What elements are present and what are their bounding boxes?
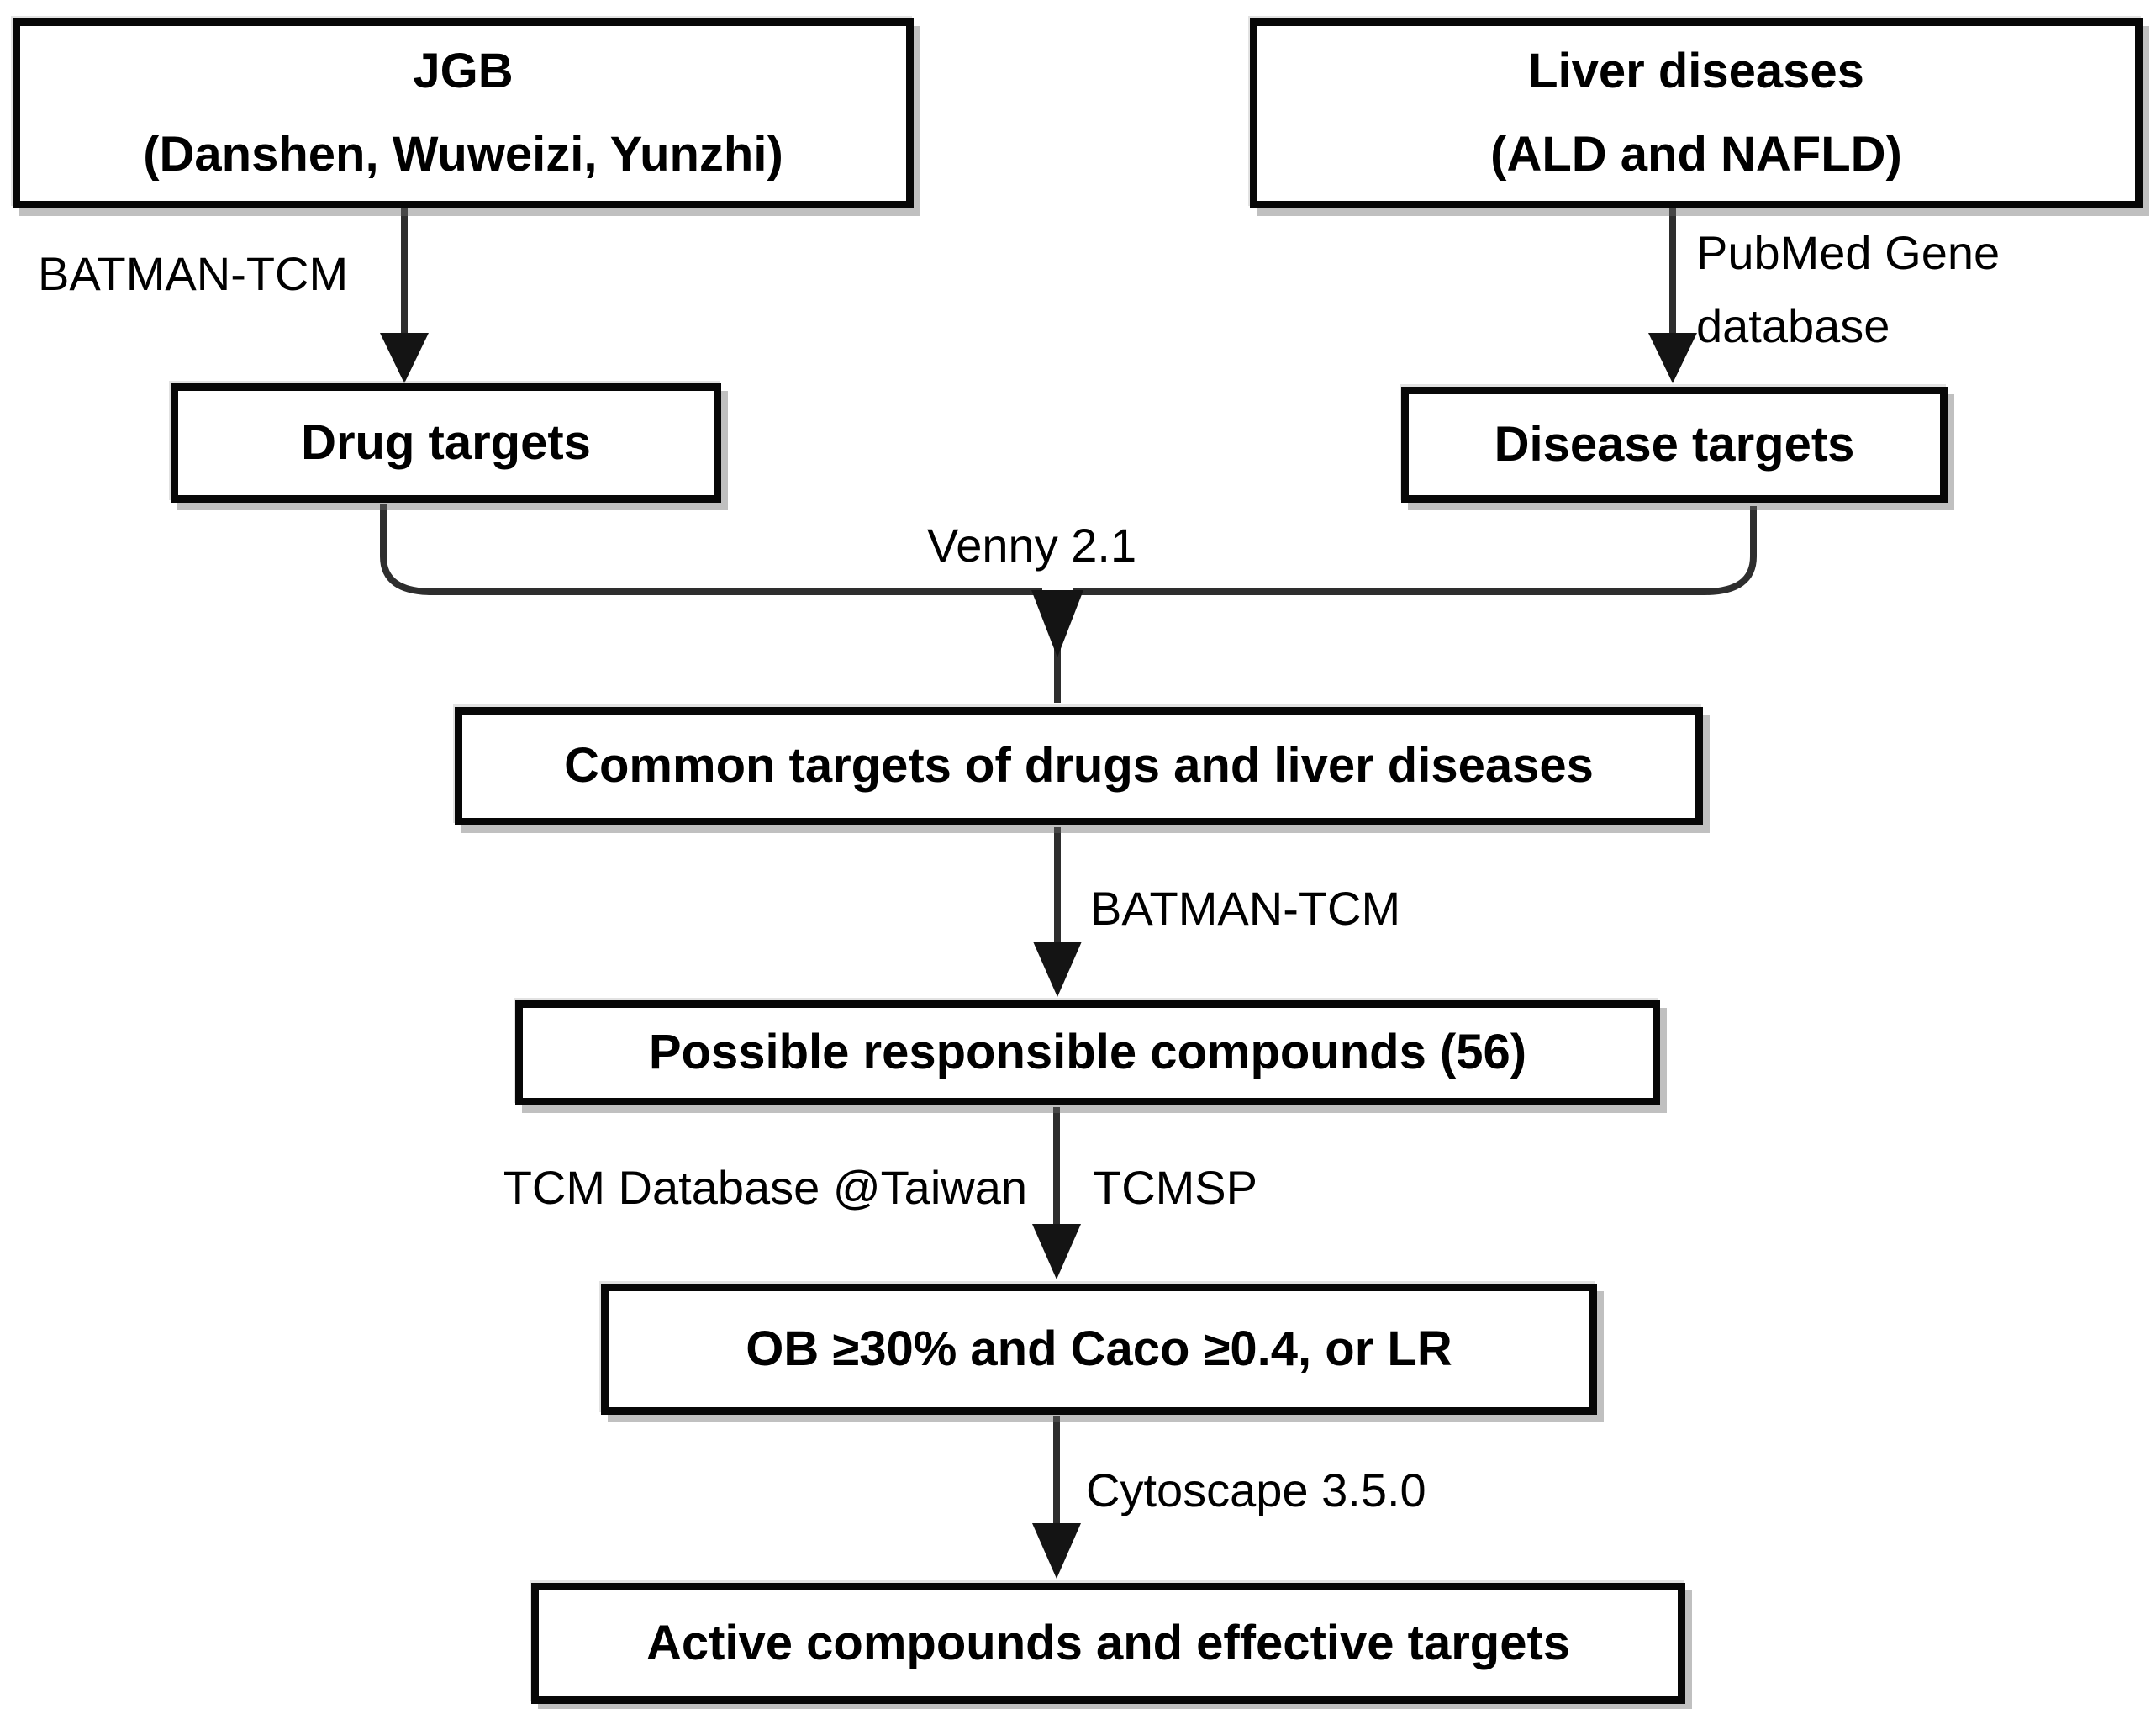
box-active-compounds: Active compounds and effective targets (531, 1583, 1685, 1704)
box-jgb-line2: (Danshen, Wuweizi, Yunzhi) (143, 127, 783, 182)
box-jgb-line1: JGB (413, 44, 514, 99)
box-disease-targets-label: Disease targets (1494, 416, 1855, 472)
edge-label-batman-tcm-center: BATMAN-TCM (1090, 882, 1401, 935)
arrowhead-jgb-to-drug (380, 333, 429, 383)
edge-label-venny: Venny 2.1 (927, 519, 1137, 572)
arrowhead-filter-to-active (1032, 1523, 1081, 1579)
box-filter-criteria-label: OB ≥30% and Caco ≥0.4, or LR (746, 1321, 1452, 1376)
box-possible-compounds-label: Possible responsible compounds (56) (648, 1025, 1527, 1080)
box-liver-line2: (ALD and NAFLD) (1490, 127, 1902, 182)
edge-label-cytoscape: Cytoscape 3.5.0 (1086, 1464, 1426, 1516)
box-drug-targets: Drug targets (171, 383, 721, 503)
arrowhead-common-to-possible (1033, 942, 1082, 997)
box-disease-targets: Disease targets (1401, 387, 1948, 503)
edge-label-pubmed-gene-database: PubMed Gene database (1696, 226, 2000, 352)
box-common-targets: Common targets of drugs and liver diseas… (455, 707, 1703, 825)
arrowhead-possible-to-filter (1032, 1224, 1081, 1279)
arrow-drug-to-merge-line (380, 504, 1042, 595)
box-liver-diseases: Liver diseases (ALD and NAFLD) (1250, 18, 2143, 208)
edge-label-batman-tcm-left: BATMAN-TCM (38, 247, 349, 300)
box-active-compounds-label: Active compounds and effective targets (646, 1615, 1571, 1670)
arrowhead-merge-to-common (1031, 590, 1083, 657)
edge-label-tcm-database-taiwan: TCM Database @Taiwan (503, 1161, 1027, 1214)
box-common-targets-label: Common targets of drugs and liver diseas… (564, 738, 1594, 794)
arrow-disease-to-merge-line (1073, 506, 1757, 595)
edge-label-tcmsp: TCMSP (1093, 1161, 1257, 1214)
arrowhead-liver-to-disease (1648, 333, 1697, 383)
box-possible-compounds: Possible responsible compounds (56) (515, 1000, 1660, 1105)
box-jgb: JGB (Danshen, Wuweizi, Yunzhi) (13, 18, 914, 208)
box-filter-criteria: OB ≥30% and Caco ≥0.4, or LR (601, 1284, 1597, 1415)
box-liver-line1: Liver diseases (1528, 44, 1864, 99)
box-drug-targets-label: Drug targets (301, 414, 591, 470)
